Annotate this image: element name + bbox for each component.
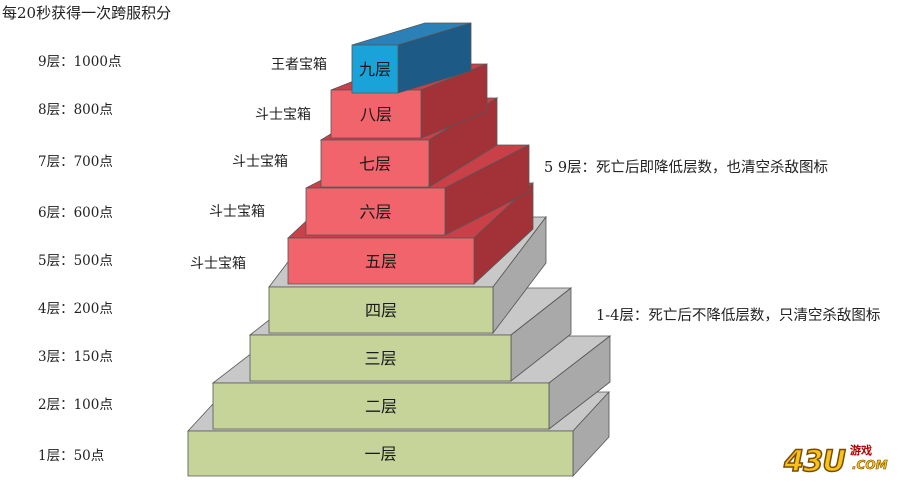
logo-sub-text: 游戏 <box>850 444 872 457</box>
score-layer-6: 6层：600点 <box>38 205 113 221</box>
chest-label-layer-6: 斗士宝箱 <box>209 204 265 220</box>
chest-label-layer-5: 斗士宝箱 <box>190 256 246 272</box>
layer-label: 五层 <box>365 252 397 271</box>
rule-upper-layers: 5 9层：死亡后即降低层数，也清空杀敌图标 <box>544 160 829 176</box>
block-front-face <box>287 237 475 285</box>
layer-label: 二层 <box>365 397 397 416</box>
layer-label: 三层 <box>364 349 396 368</box>
score-layer-5: 5层：500点 <box>38 253 113 269</box>
chest-label-layer-8: 斗士宝箱 <box>255 107 311 123</box>
layer-label: 六层 <box>359 203 391 222</box>
logo-main-text: 43U <box>783 443 846 479</box>
pyramid-block-layer-9: 九层 <box>351 22 472 94</box>
block-front-face <box>268 286 494 334</box>
score-layer-2: 2层：100点 <box>38 397 113 413</box>
layer-label: 八层 <box>360 105 392 124</box>
layer-label: 七层 <box>359 155 391 174</box>
block-front-face <box>187 430 574 477</box>
block-front-face <box>305 187 446 236</box>
block-front-face <box>351 44 399 94</box>
score-layer-7: 7层：700点 <box>38 154 113 170</box>
score-layer-3: 3层：150点 <box>38 349 113 365</box>
chest-label-layer-7: 斗士宝箱 <box>232 154 288 170</box>
chest-label-layer-9: 王者宝箱 <box>271 57 327 73</box>
layer-label: 九层 <box>359 60 391 79</box>
block-front-face <box>249 334 512 382</box>
score-layer-9: 9层：1000点 <box>38 54 122 70</box>
logo-com-text: .COM <box>852 458 888 473</box>
score-layer-1: 1层：50点 <box>38 448 105 464</box>
block-front-face <box>212 382 550 430</box>
site-logo: 43U 游戏 .COM <box>783 440 894 480</box>
header-note: 每20秒获得一次跨服积分 <box>2 4 172 22</box>
layer-label: 四层 <box>365 301 397 320</box>
score-layer-8: 8层：800点 <box>38 102 113 118</box>
block-front-face <box>320 139 430 188</box>
layer-label: 一层 <box>364 445 396 464</box>
score-layer-4: 4层：200点 <box>38 301 113 317</box>
rule-lower-layers: 1-4层：死亡后不降低层数，只清空杀敌图标 <box>596 308 881 324</box>
